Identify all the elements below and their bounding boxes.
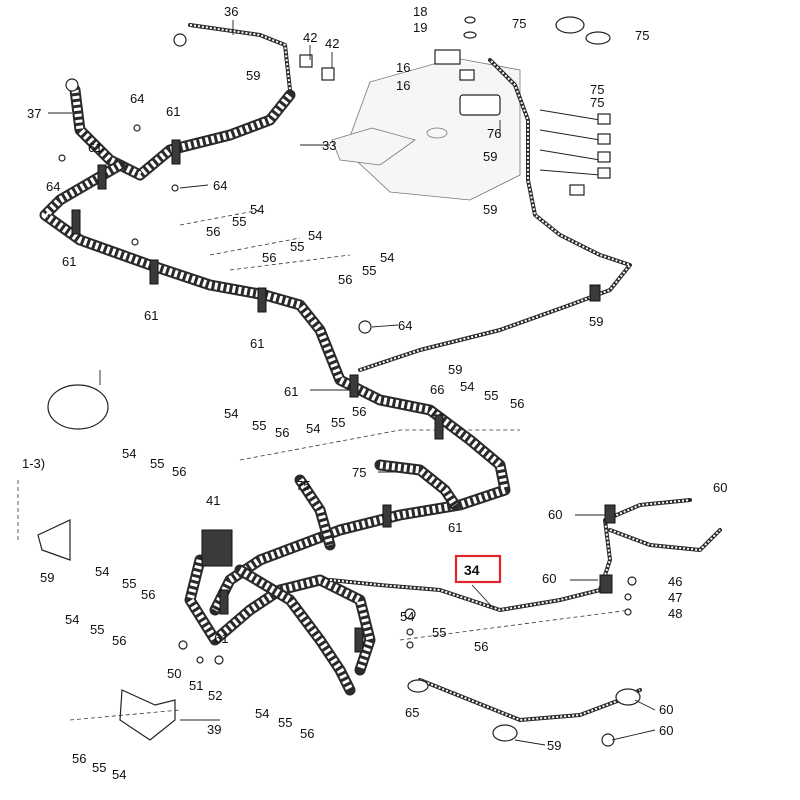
callout: 55 xyxy=(252,418,266,433)
callout: 59 xyxy=(483,202,497,217)
callout: 56 xyxy=(474,639,488,654)
callout: 55 xyxy=(290,239,304,254)
callout: 54 xyxy=(306,421,320,436)
callout: 61 xyxy=(214,631,228,646)
callout: 54 xyxy=(250,202,264,217)
callout: 19 xyxy=(413,20,427,35)
callout: 41 xyxy=(206,493,220,508)
callout: 55 xyxy=(362,263,376,278)
callout: 47 xyxy=(668,590,682,605)
callout: 54 xyxy=(112,767,126,782)
callout: 56 xyxy=(206,224,220,239)
callout: 61 xyxy=(250,336,264,351)
callout: 18 xyxy=(413,4,427,19)
callout: 42 xyxy=(303,30,317,45)
callout: 33 xyxy=(322,138,336,153)
callout: 16 xyxy=(396,78,410,93)
callout: 56 xyxy=(141,587,155,602)
harness-clamps xyxy=(71,139,616,653)
callout: 59 xyxy=(448,362,462,377)
highlighted-callout: 34 xyxy=(454,554,502,584)
callout: 16 xyxy=(396,60,410,75)
callout: 64 xyxy=(130,91,144,106)
callout: 76 xyxy=(487,126,501,141)
callout: 75 xyxy=(590,95,604,110)
callout: 60 xyxy=(548,507,562,522)
callout: 55 xyxy=(432,625,446,640)
highlight-box xyxy=(454,554,502,584)
callout: 54 xyxy=(65,612,79,627)
callout: 60 xyxy=(659,702,673,717)
callout: 60 xyxy=(713,480,727,495)
callout: 75 xyxy=(352,465,366,480)
callout: 61 xyxy=(166,104,180,119)
callout: 61 xyxy=(448,520,462,535)
callout: 61 xyxy=(284,384,298,399)
callout: 56 xyxy=(72,751,86,766)
callout: 55 xyxy=(331,415,345,430)
callout: 75 xyxy=(512,16,526,31)
callout: 55 xyxy=(484,388,498,403)
callout: 75 xyxy=(296,478,310,493)
callout: 59 xyxy=(40,570,54,585)
callout: 54 xyxy=(380,250,394,265)
callout: 64 xyxy=(46,179,60,194)
callout: 61 xyxy=(144,308,158,323)
chassis-plate xyxy=(331,57,521,201)
callout: 56 xyxy=(112,633,126,648)
callout: 75 xyxy=(635,28,649,43)
callout: 37 xyxy=(27,106,41,121)
callout: 55 xyxy=(150,456,164,471)
callout: 54 xyxy=(400,609,414,624)
callout: 64 xyxy=(398,318,412,333)
callout: 36 xyxy=(224,4,238,19)
callout: 54 xyxy=(95,564,109,579)
callout: 55 xyxy=(278,715,292,730)
callout: 56 xyxy=(262,250,276,265)
callout: 59 xyxy=(246,68,260,83)
callout: 75 xyxy=(590,82,604,97)
callout: 56 xyxy=(300,726,314,741)
callout: 60 xyxy=(542,571,556,586)
callout: 51 xyxy=(189,678,203,693)
callout: 52 xyxy=(208,688,222,703)
callout: 61 xyxy=(62,254,76,269)
callout: 54 xyxy=(460,379,474,394)
callout: 59 xyxy=(547,738,561,753)
callout: 64 xyxy=(213,178,227,193)
callout: 56 xyxy=(510,396,524,411)
callout: 39 xyxy=(207,722,221,737)
callout: 59 xyxy=(589,314,603,329)
callout: 55 xyxy=(92,760,106,775)
callout: 60 xyxy=(659,723,673,738)
reference-lines xyxy=(17,209,631,721)
callout: 48 xyxy=(668,606,682,621)
leader-lines xyxy=(48,20,656,746)
callout: 54 xyxy=(122,446,136,461)
callout: 56 xyxy=(338,272,352,287)
callout: 65 xyxy=(405,705,419,720)
callout: 55 xyxy=(122,576,136,591)
callout: 66 xyxy=(430,382,444,397)
callout-labels: 36 42 42 18 19 75 75 37 64 61 59 33 16 1… xyxy=(22,4,727,782)
callout: 54 xyxy=(224,406,238,421)
callout: 56 xyxy=(172,464,186,479)
connector-cluster xyxy=(299,16,611,196)
callout: 50 xyxy=(167,666,181,681)
callout: 56 xyxy=(352,404,366,419)
callout: 1-3) xyxy=(22,456,45,471)
callout: 56 xyxy=(275,425,289,440)
callout: 46 xyxy=(668,574,682,589)
callout: 55 xyxy=(90,622,104,637)
callout: 55 xyxy=(232,214,246,229)
highlighted-callout-label: 34 xyxy=(464,562,480,578)
callout: 42 xyxy=(325,36,339,51)
callout: 54 xyxy=(255,706,269,721)
callout: 59 xyxy=(483,149,497,164)
callout: 54 xyxy=(308,228,322,243)
main-harness xyxy=(39,84,511,696)
hardware-parts xyxy=(37,16,641,747)
callout: 61 xyxy=(88,140,102,155)
